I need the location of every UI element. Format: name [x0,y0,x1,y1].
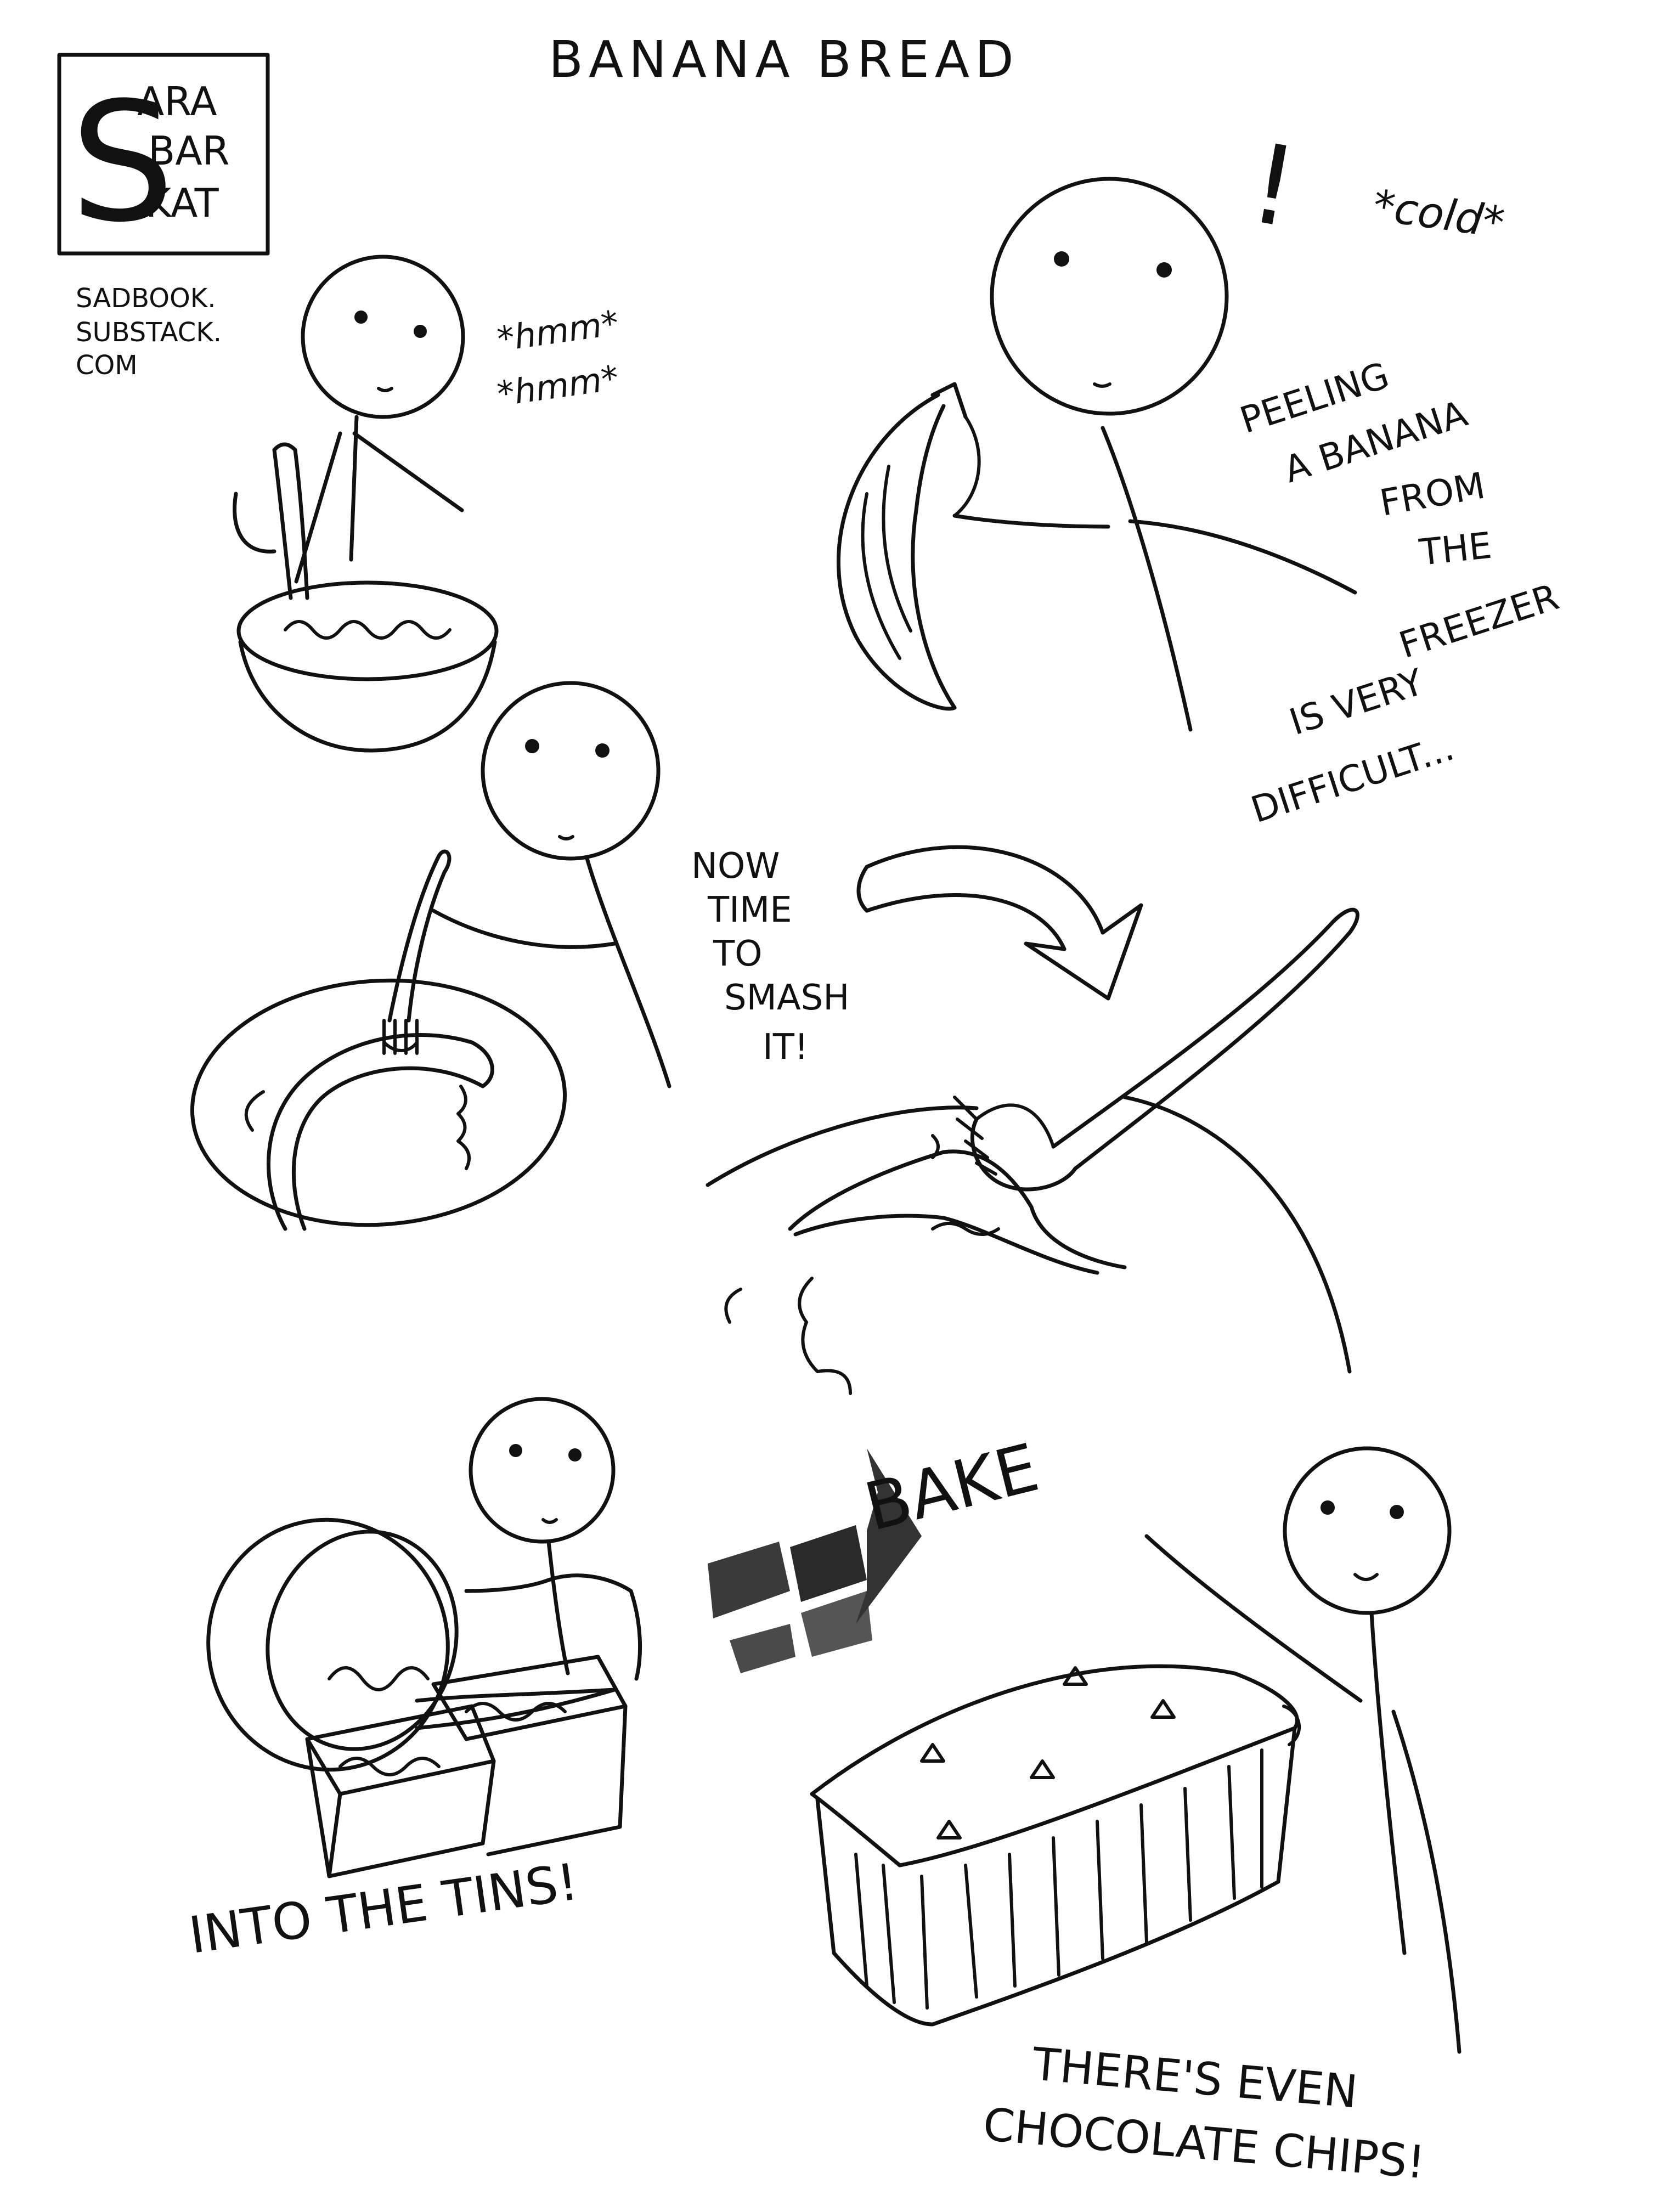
website-line-2: SUBSTACK. [76,317,222,348]
mixing-spoon-icon [233,442,309,600]
fork-icon [382,849,452,1055]
smash-line-5: IT! [763,1027,809,1068]
curved-arrow-icon [856,845,1143,1001]
smash-line-1: NOW [691,846,780,887]
smash-caption: NOW TIME TO SMASH IT! [691,846,849,1068]
logo-line-1: ARA [137,78,217,125]
peeling-line-6: IS VERY [1284,661,1429,743]
website-line-1: SADBOOK. [76,283,216,314]
brush-arrow-icon [708,1448,922,1673]
panel-tins: INTO THE TINS! [185,1397,642,1965]
smash-bowl-icon [190,978,567,1231]
mixing-bowl-icon [236,580,499,753]
panel-finished-loaf: THERE'S EVEN CHOCOLATE CHIPS! [810,1446,1462,2189]
cold-sound: *cold* [1370,181,1507,248]
author-logo: S ARA BAR KAT [57,53,270,258]
closeup-bowl-icon [706,1095,1352,1395]
page-title: BANANA BREAD [549,30,1019,89]
hmm-sound-1: *hmm* [495,303,621,359]
smash-line-3: TO [713,934,762,974]
panel-frozen-banana: ! *cold* PEELING A BANANA FROM THE FREEZ… [837,120,1564,831]
stick-figure-happy [1144,1446,1462,2054]
peeling-caption: PEELING A BANANA FROM THE FREEZER IS VER… [1235,354,1564,831]
smash-line-4: SMASH [724,978,849,1018]
baked-loaf-icon [810,1664,1301,2027]
chocolate-chips-icon [920,1666,1176,1839]
exclaim-mark: ! [1241,120,1306,253]
stick-figure-smashing [431,681,672,1088]
panel-smashing: NOW TIME TO SMASH IT! [190,681,1359,1395]
panel-mixing: *hmm* *hmm* [233,255,621,753]
tilted-bowl-icon [206,1517,617,1772]
loaf-tin-left-icon [305,1704,496,1878]
website-link: SADBOOK. SUBSTACK. COM [76,283,222,381]
stick-figure-pouring [464,1397,642,1681]
frozen-banana-icon [837,382,981,711]
chips-caption: THERE'S EVEN CHOCOLATE CHIPS! [981,2038,1427,2189]
peeling-line-4: THE [1417,524,1494,574]
peeling-line-5: FREEZER [1394,575,1564,667]
logo-line-3: KAT [145,180,219,226]
loaf-tin-right-icon [431,1655,628,1857]
chips-line-2: CHOCOLATE CHIPS! [981,2098,1427,2189]
logo-line-2: BAR [148,128,230,174]
website-line-3: COM [76,350,138,381]
stick-figure-mixing [294,255,465,584]
logo-initial: S [70,67,174,258]
smash-line-2: TIME [707,890,792,930]
tins-caption: INTO THE TINS! [185,1852,582,1965]
peeling-line-7: DIFFICULT... [1246,726,1459,832]
bake-arrow: BAKE [708,1430,1046,1673]
bake-label: BAKE [857,1430,1046,1546]
stick-figure-peeling [952,177,1357,732]
hmm-sound-2: *hmm* [495,358,621,414]
peeling-line-3: FROM [1376,464,1488,524]
closeup-fork-icon [953,907,1359,1192]
